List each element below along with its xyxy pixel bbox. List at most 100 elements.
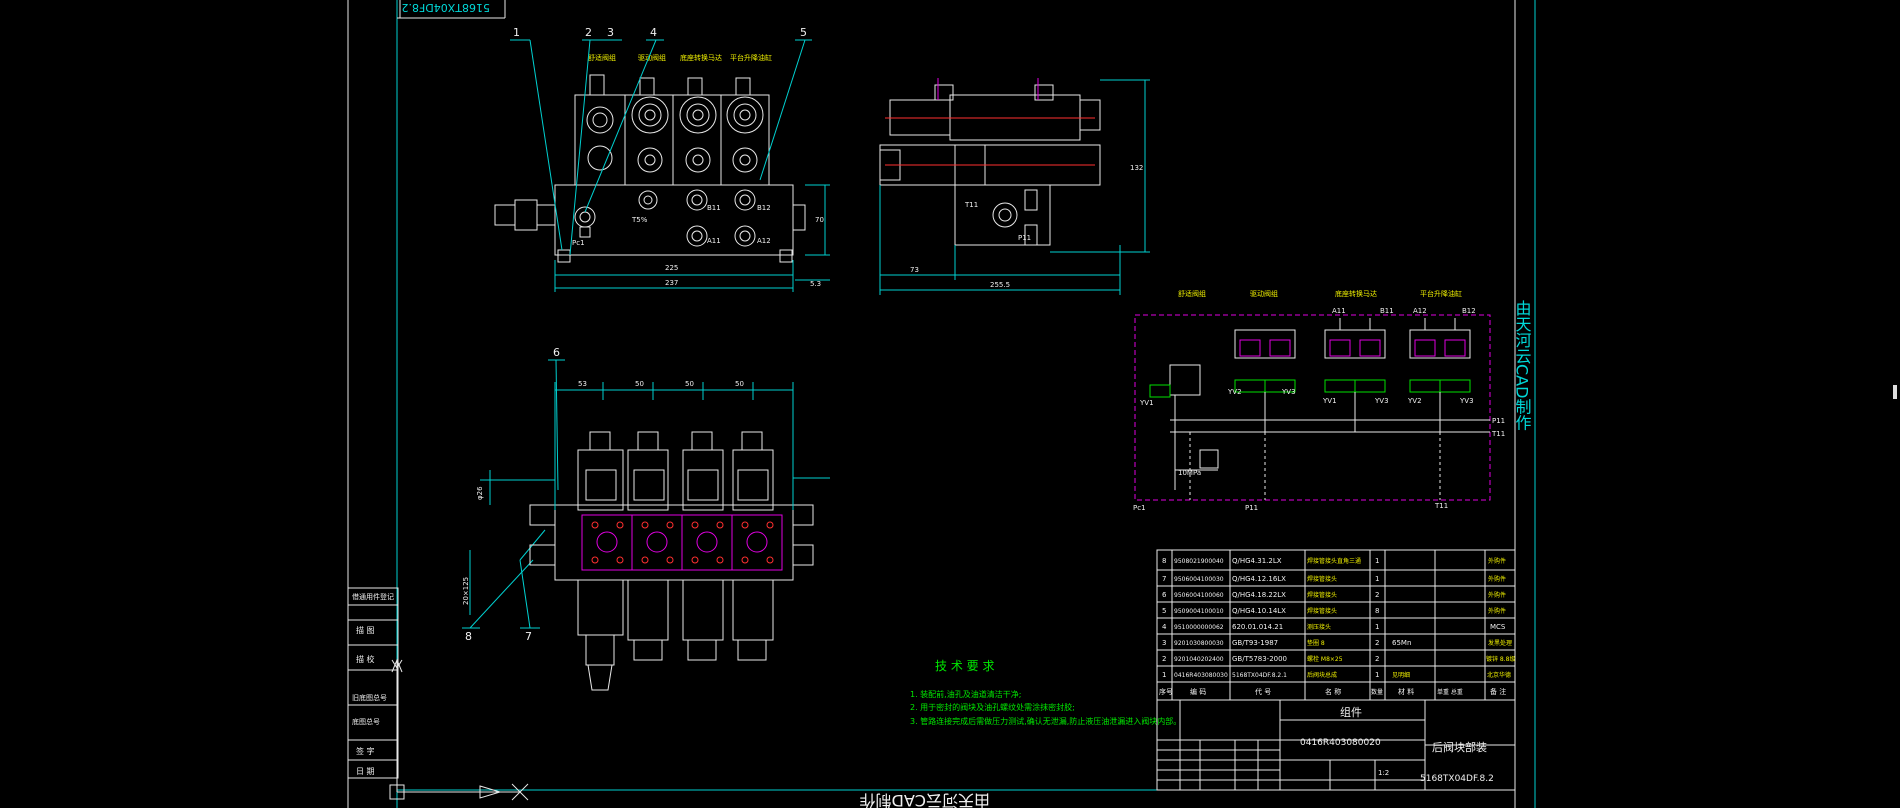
drawing-frame: [347, 0, 1536, 808]
title-scale: 1:2: [1378, 769, 1389, 777]
bom-row-code: 9506004100060: [1174, 592, 1224, 599]
plan-dim-50b: 50: [685, 380, 694, 388]
bom-row-no: 7: [1162, 575, 1166, 583]
bom-row-std: 620.01.014.21: [1232, 623, 1283, 631]
bom-row-qty: 8: [1375, 607, 1379, 615]
bom-row-code: 9510000000062: [1174, 624, 1224, 631]
schematic-valve-2: YV2: [1227, 388, 1242, 396]
balloon-8: 8: [465, 630, 472, 643]
side-port-p11: P11: [1018, 234, 1031, 242]
bom-row-name: 焊接管接头: [1307, 591, 1337, 599]
tech-req-item-3: 3. 管路连接完成后需做压力测试,确认无泄漏,防止液压油泄漏进入阀块内部。: [910, 716, 1181, 726]
front-dim-5-3: 5.3: [810, 280, 821, 288]
left-stamp-table: [347, 587, 399, 779]
bom-row-qty: 2: [1375, 639, 1379, 647]
stamp-row-1: 借通用件登记: [352, 592, 394, 601]
schematic-header-3: 底座转换马达: [1335, 289, 1377, 298]
front-dim-70: 70: [815, 216, 824, 224]
side-view: [879, 78, 1150, 295]
schematic-valve-4: YV1: [1322, 397, 1337, 405]
ucs-icon: [389, 658, 529, 801]
front-port-a12: A12: [757, 237, 771, 245]
balloon-3: 3: [607, 26, 614, 39]
schematic-valve-1: YV1: [1139, 399, 1154, 407]
balloon-leaders: [462, 39, 812, 629]
front-dim-237: 237: [665, 279, 678, 287]
bom-header-std: 代 号: [1255, 687, 1271, 696]
bom-header-qty: 数量: [1371, 688, 1383, 696]
balloon-2: 2: [585, 26, 592, 39]
bom-rows: 8 9508021900040 Q/HG4.31.2LX 焊接管接头直角三通 1…: [1159, 557, 1515, 696]
plan-view: [469, 382, 830, 691]
schematic-valve-3: YV3: [1281, 388, 1296, 396]
front-coil-label-2: 驱动阀组: [638, 53, 666, 62]
tech-req-item-1: 1. 装配前,油孔及油道清洁干净;: [910, 689, 1021, 699]
stamp-row-2: 描 图: [356, 625, 375, 635]
bom-row-code: 0416R403080030: [1174, 672, 1228, 679]
bom-row-note: 外购件: [1488, 557, 1506, 565]
title-component: 组件: [1340, 705, 1362, 719]
balloon-4: 4: [650, 26, 657, 39]
schematic-port-pc1: Pc1: [1133, 504, 1146, 512]
hydraulic-schematic: [1134, 314, 1491, 501]
schematic-valve-7: YV3: [1459, 397, 1474, 405]
bom-row-qty: 2: [1375, 591, 1379, 599]
schematic-port-b12: B12: [1462, 307, 1476, 315]
bom-row-no: 3: [1162, 639, 1166, 647]
bom-row-name: 焊接管接头: [1307, 607, 1337, 615]
bom-row-code: 9201040202400: [1174, 656, 1224, 663]
bom-row-name: 螺栓 M8×25: [1307, 655, 1343, 663]
bom-row-mat: 65Mn: [1392, 639, 1411, 647]
bom-row-name: 垫圈 8: [1307, 639, 1325, 647]
bom-row-no: 1: [1162, 671, 1166, 679]
balloon-7: 7: [525, 630, 532, 643]
bom-row-std: Q/HG4.31.2LX: [1232, 557, 1282, 565]
bom-row-std: GB/T93-1987: [1232, 639, 1278, 647]
bom-row-code: 9506004100030: [1174, 576, 1224, 583]
bom-row-name: 测压接头: [1307, 623, 1331, 631]
front-port-b12: B12: [757, 204, 771, 212]
bom-row-code: 9508021900040: [1174, 558, 1224, 565]
stamp-row-7: 日 期: [356, 767, 375, 776]
tech-req-title: 技 术 要 求: [935, 659, 994, 673]
top-tab-text: 5168TX04DF8.2: [401, 1, 490, 14]
schematic-port-b11: B11: [1380, 307, 1394, 315]
stamp-row-6: 签 字: [356, 746, 375, 756]
schematic-pressure: 10MPa: [1178, 469, 1201, 477]
bom-header-code: 编 码: [1190, 687, 1206, 696]
stamp-row-4: 旧底图总号: [352, 693, 387, 702]
bom-row-qty: 1: [1375, 623, 1379, 631]
front-dim-225: 225: [665, 264, 678, 272]
bom-row-qty: 1: [1375, 575, 1379, 583]
bom-row-std: 5168TX04DF.8.2.1: [1232, 672, 1287, 679]
side-dim-73: 73: [910, 266, 919, 274]
front-port-a11: A11: [707, 237, 721, 245]
front-port-pc1: Pc1: [572, 239, 585, 247]
side-port-t11: T11: [964, 201, 978, 209]
balloon-1: 1: [513, 26, 520, 39]
bom-row-mat: 见明细: [1392, 671, 1410, 679]
bottom-watermark: 由天河云CAD制作: [860, 791, 990, 808]
right-watermark: 由天河云CAD制作: [1513, 300, 1532, 431]
bom-row-no: 4: [1162, 623, 1167, 631]
scroll-marker[interactable]: [1893, 385, 1897, 399]
bom-row-name: 焊接管接头直角三通: [1307, 557, 1361, 565]
title-block-grid: [1156, 699, 1516, 791]
bom-row-qty: 1: [1375, 557, 1379, 565]
bom-row-note: 外购件: [1488, 575, 1506, 583]
schematic-port-a12: A12: [1413, 307, 1427, 315]
front-view: [494, 74, 830, 292]
bom-row-std: Q/HG4.12.16LX: [1232, 575, 1286, 583]
schematic-header-2: 驱动阀组: [1250, 289, 1278, 298]
plan-dim-20x125: 20×125: [462, 577, 470, 605]
schematic-port-p11: P11: [1492, 417, 1505, 425]
bom-header-note: 备 注: [1490, 687, 1506, 696]
schematic-port-t11: T11: [1491, 430, 1505, 438]
bom-row-no: 6: [1162, 591, 1167, 599]
bom-row-name: 后阀块总成: [1307, 671, 1337, 679]
bom-header-no: 序号: [1159, 687, 1173, 696]
bom-row-std: GB/T5783-2000: [1232, 655, 1287, 663]
bom-row-std: Q/HG4.18.22LX: [1232, 591, 1286, 599]
schematic-valve-6: YV2: [1407, 397, 1422, 405]
